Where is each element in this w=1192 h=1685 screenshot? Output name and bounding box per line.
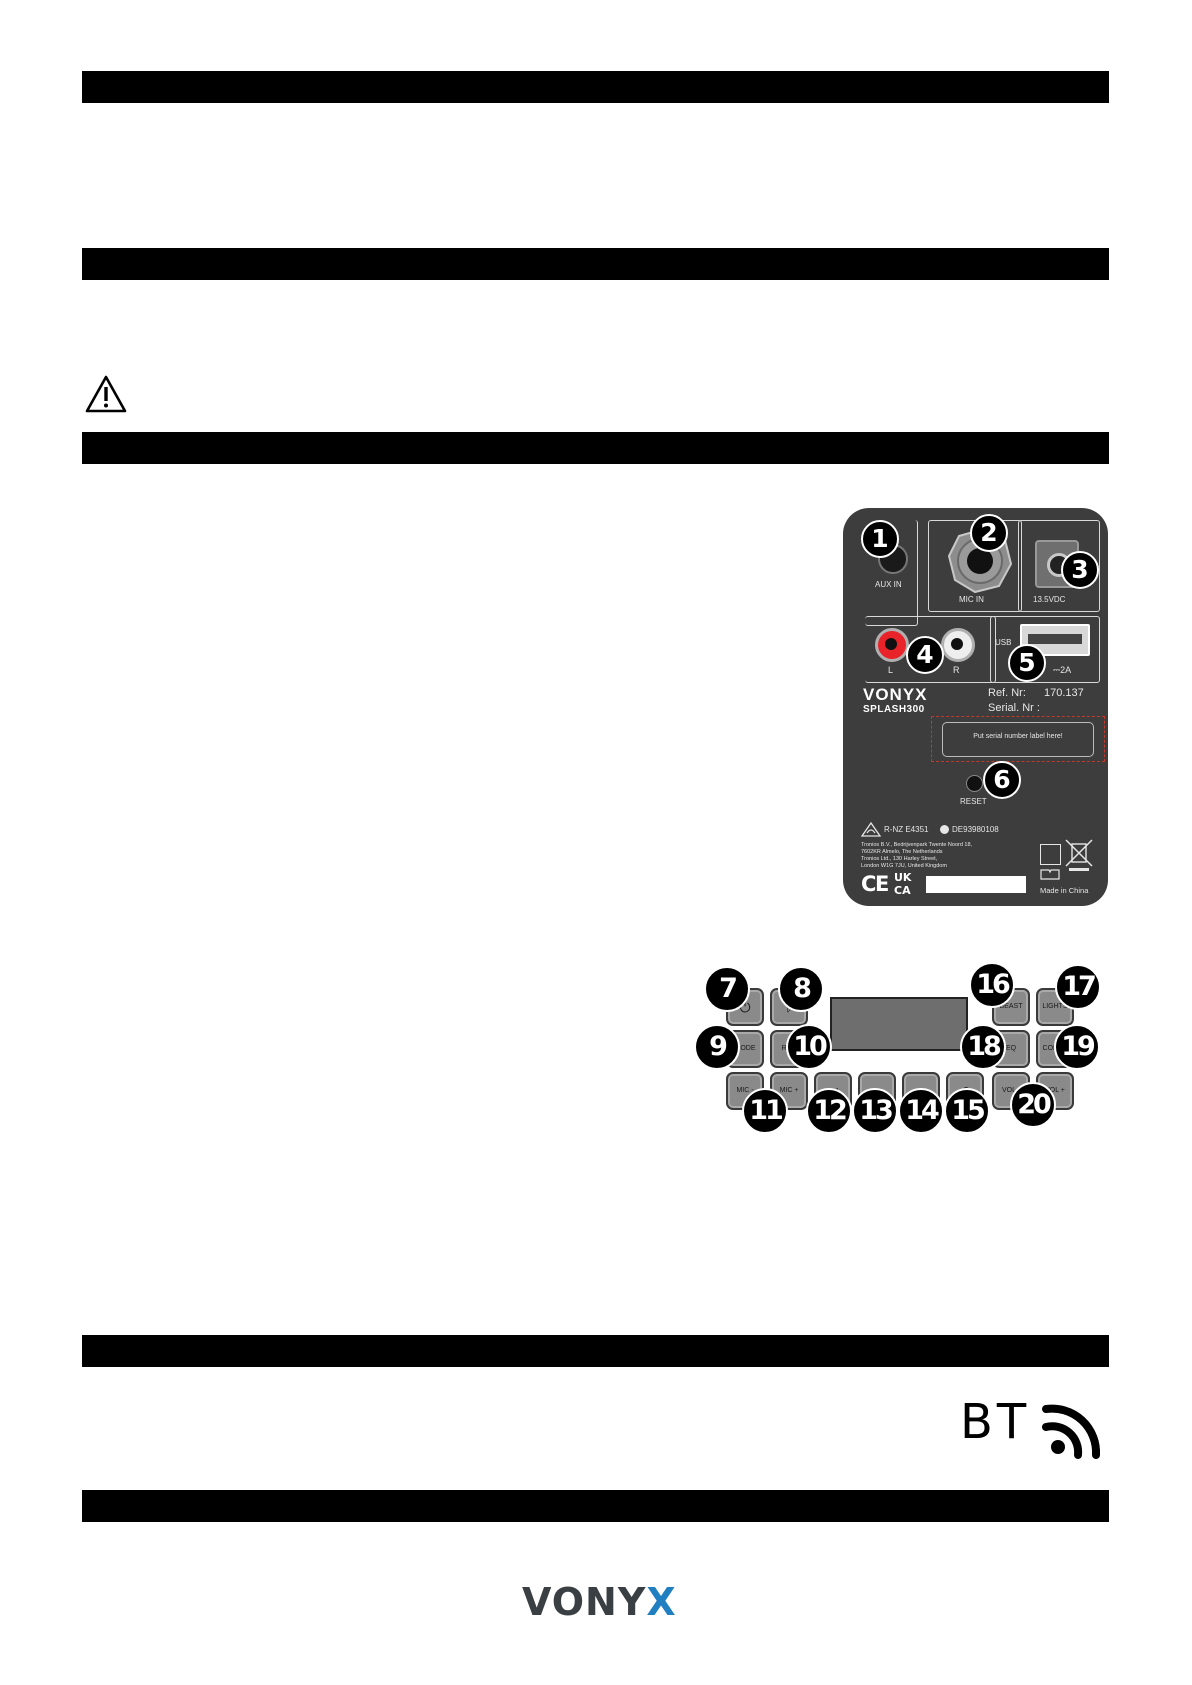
ref-value: 170.137 bbox=[1044, 687, 1084, 699]
callout-6: 6 bbox=[983, 761, 1021, 799]
footer-logo-text: VONY bbox=[522, 1580, 647, 1624]
indoor-icon bbox=[1040, 844, 1061, 865]
rca-frame bbox=[865, 616, 996, 683]
aux-frame bbox=[865, 520, 918, 626]
section-bar-3 bbox=[82, 432, 1109, 464]
serial-label-text: Put serial number label here! bbox=[973, 733, 1063, 740]
footer-vonyx-logo: VONYX bbox=[522, 1582, 702, 1622]
callout-11: 11 bbox=[742, 1088, 788, 1134]
brand-logo: VONYX bbox=[863, 685, 928, 704]
manual-icon bbox=[1040, 869, 1060, 880]
rca-right-pin bbox=[951, 638, 963, 650]
callout-14: 14 bbox=[898, 1088, 944, 1134]
callout-12: 12 bbox=[806, 1088, 852, 1134]
callout-1: 1 bbox=[861, 520, 899, 558]
reset-label: RESET bbox=[960, 797, 987, 806]
usb-rating: ⎓2A bbox=[1053, 665, 1072, 675]
svg-text:UK: UK bbox=[894, 871, 912, 884]
svg-text:CA: CA bbox=[894, 884, 911, 896]
section-bar-2 bbox=[82, 248, 1109, 280]
callout-3: 3 bbox=[1061, 551, 1099, 589]
ref-label: Ref. Nr: bbox=[988, 687, 1026, 699]
control-panel: ⏻ ᛒ BEAST LIGHTS MODE REC EQ COLOR MIC -… bbox=[690, 960, 1101, 1134]
dc-in-label: 13.5VDC bbox=[1033, 595, 1066, 604]
lcd-display bbox=[830, 997, 968, 1051]
serial-label-area: Put serial number label here! bbox=[931, 716, 1105, 762]
address-line-3: Tronios Ltd., 130 Harley Street, bbox=[861, 856, 938, 862]
warning-icon bbox=[85, 375, 127, 413]
rca-left-pin bbox=[885, 638, 897, 650]
callout-4: 4 bbox=[906, 636, 944, 674]
callout-5: 5 bbox=[1008, 644, 1046, 682]
callout-10: 10 bbox=[786, 1024, 832, 1070]
callout-13: 13 bbox=[852, 1088, 898, 1134]
usb-frame bbox=[990, 616, 1100, 683]
rca-right-label: R bbox=[953, 665, 960, 675]
rca-left-label: L bbox=[888, 665, 894, 675]
svg-text:C: C bbox=[861, 872, 876, 896]
model-name: SPLASH300 bbox=[863, 704, 925, 715]
footer-logo-accent: X bbox=[646, 1580, 676, 1624]
cert-icon bbox=[940, 825, 949, 834]
callout-18: 18 bbox=[960, 1024, 1006, 1070]
callout-8: 8 bbox=[778, 966, 824, 1012]
callout-19: 19 bbox=[1054, 1024, 1100, 1070]
dc-frame bbox=[1018, 520, 1100, 612]
callout-17: 17 bbox=[1055, 964, 1101, 1010]
wireless-signal-icon bbox=[1042, 1404, 1101, 1459]
svg-text:E: E bbox=[875, 872, 889, 896]
rear-panel: AUX IN MIC IN 13.5VDC L R USB ⎓2A VONYX … bbox=[843, 508, 1108, 906]
cert-number: DE93980108 bbox=[952, 825, 999, 834]
barcode-area bbox=[926, 876, 1026, 893]
callout-9: 9 bbox=[694, 1024, 740, 1070]
ce-ukca-marks: C E UK CA bbox=[861, 871, 912, 896]
callout-7: 7 bbox=[704, 966, 750, 1012]
rca-right-jack[interactable] bbox=[941, 628, 975, 662]
usb-label: USB bbox=[995, 638, 1012, 647]
reset-button[interactable] bbox=[966, 775, 983, 792]
rcm-number: R-NZ E4351 bbox=[884, 825, 929, 834]
section-bar-5 bbox=[82, 1490, 1109, 1522]
callout-20: 20 bbox=[1010, 1082, 1056, 1128]
serial-label: Serial. Nr : bbox=[988, 702, 1040, 714]
aux-in-label: AUX IN bbox=[875, 580, 902, 589]
section-bar-1 bbox=[82, 71, 1109, 103]
bt-logo-text: BT bbox=[960, 1394, 1031, 1450]
callout-2: 2 bbox=[970, 514, 1008, 552]
address-line-1: Tronios B.V., Bedrijvenpark Twente Noord… bbox=[861, 842, 973, 848]
address-line-4: London W1G 7JU, United Kingdom bbox=[861, 863, 947, 869]
callout-16: 16 bbox=[969, 962, 1015, 1008]
section-bar-4 bbox=[82, 1335, 1109, 1367]
rcm-icon bbox=[861, 822, 881, 837]
weee-icon bbox=[1065, 839, 1093, 871]
mic-in-label: MIC IN bbox=[959, 595, 984, 604]
made-in-label: Made in China bbox=[1040, 886, 1089, 895]
address-line-2: 7602KR Almelo, The Netherlands bbox=[861, 849, 943, 855]
callout-15: 15 bbox=[944, 1088, 990, 1134]
